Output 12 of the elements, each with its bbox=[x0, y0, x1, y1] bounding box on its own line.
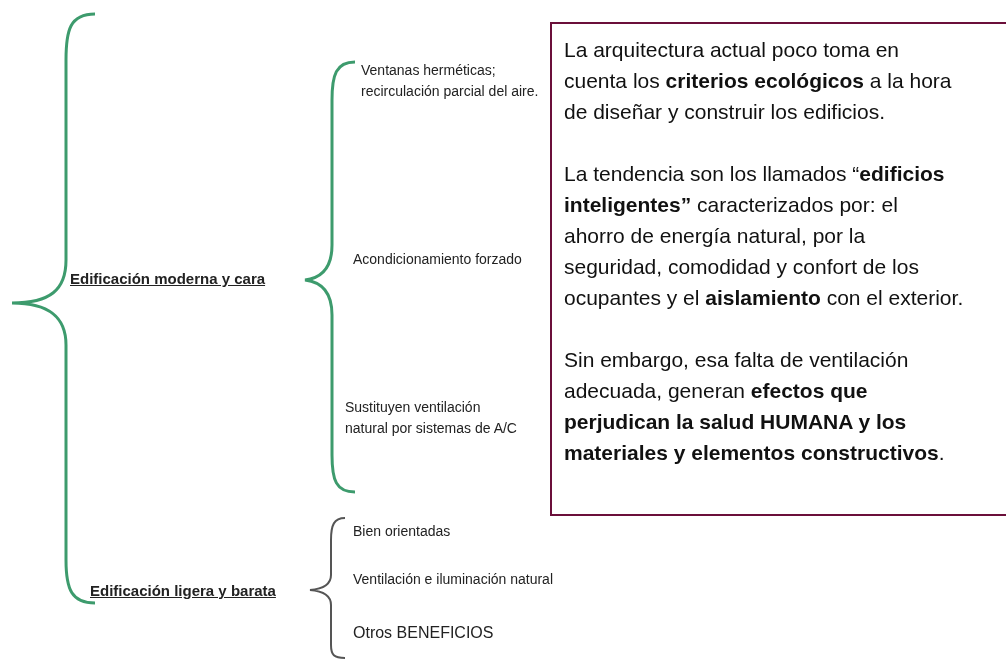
list-item: Bien orientadas bbox=[353, 522, 451, 541]
list-item: Acondicionamiento forzado bbox=[353, 250, 522, 269]
list-item: Otros BENEFICIOS bbox=[353, 623, 494, 643]
branch-heading: Edificación moderna y cara bbox=[70, 269, 266, 289]
paragraph: La tendencia son los llamados “edificios inteligentes” caracterizados por: el ahorro de energía natural, por la seguridad, comodidad y confort de los ocupantes y el aislamiento con el exterior. bbox=[564, 161, 964, 311]
paragraph: Sin embargo, esa falta de ventilación adecuada, generan efectos que perjudican la salud HUMANA y los materiales y elementos constructivos. bbox=[564, 347, 946, 466]
paragraph: La arquitectura actual poco toma en cuenta los criterios ecológicos a la hora de diseñar y construir los edificios. bbox=[564, 37, 953, 125]
list-item: Sustituyen ventilación natural por sistemas de A/C bbox=[345, 398, 518, 438]
list-item: Ventanas herméticas; recirculación parcial del aire. bbox=[361, 61, 540, 101]
branch-heading: Edificación ligera y barata bbox=[90, 581, 276, 601]
text-box bbox=[550, 22, 1006, 516]
list-item: Ventilación e iluminación natural bbox=[353, 570, 553, 589]
